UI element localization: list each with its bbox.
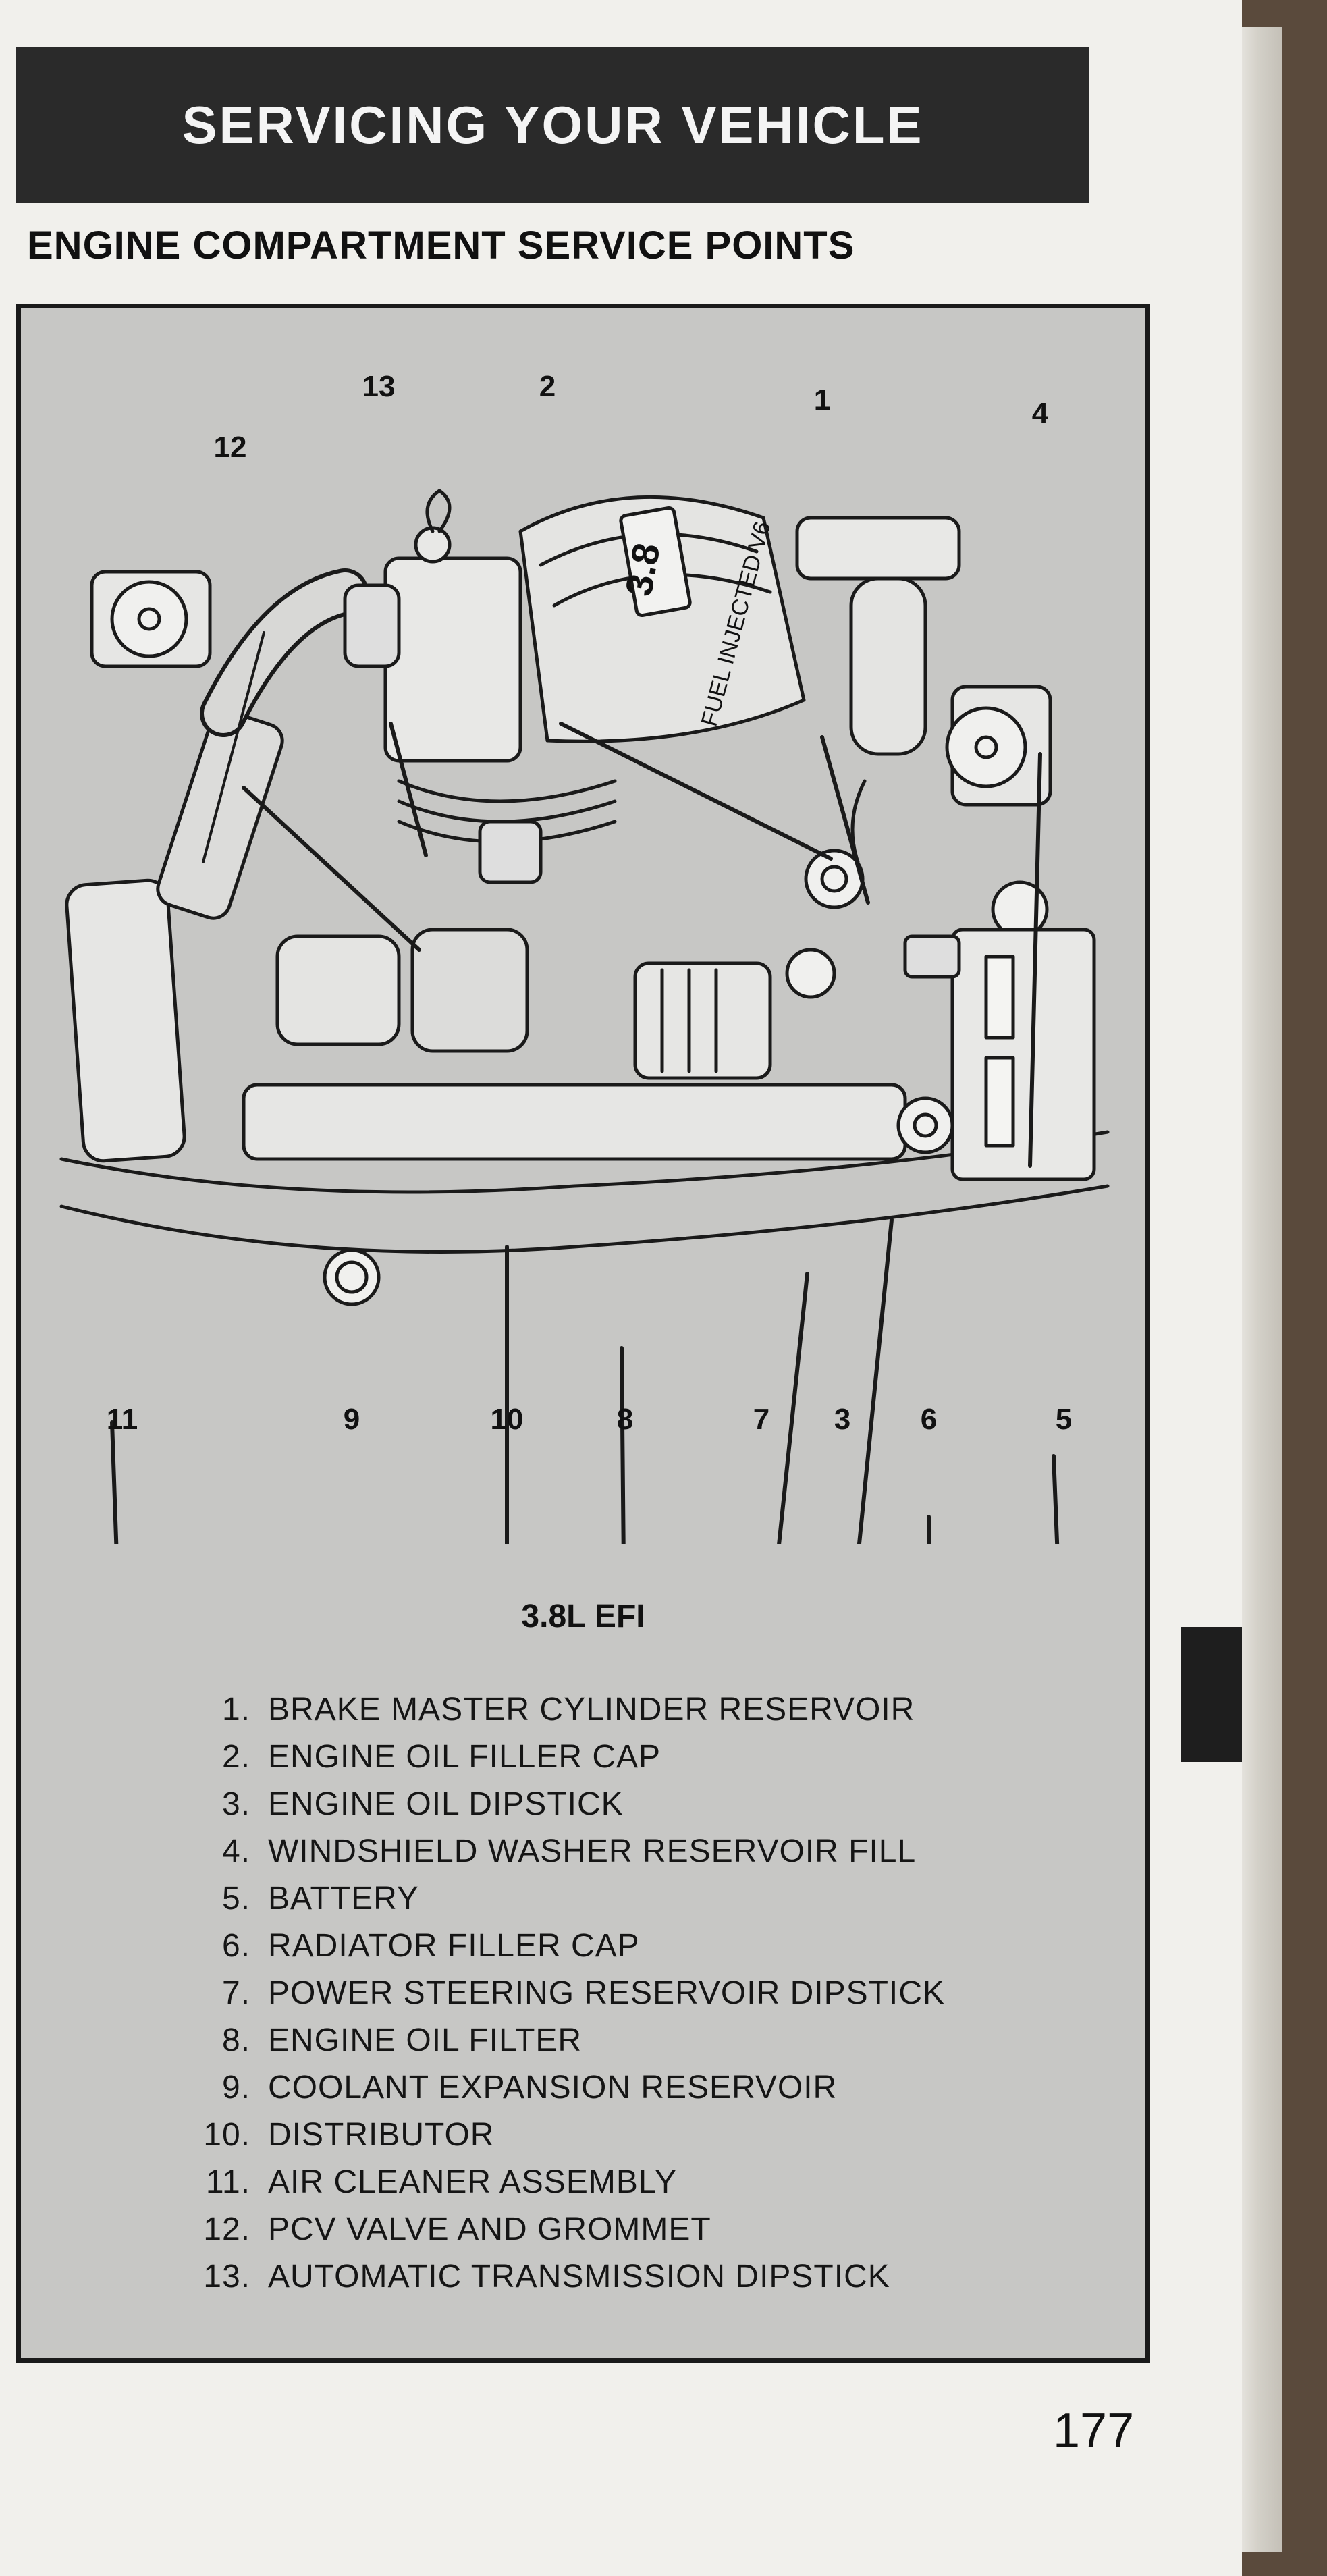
legend-text: AUTOMATIC TRANSMISSION DIPSTICK [268,2258,890,2295]
legend-number: 2. [221,1738,250,1775]
legend-text: ENGINE OIL FILLER CAP [268,1738,661,1775]
legend-number: 5. [221,1880,250,1916]
page-edge [1242,27,1282,2552]
callout-5: 5 [1056,1403,1072,1436]
radiator-filler-cap [896,1096,954,1154]
legend-text: BRAKE MASTER CYLINDER RESERVOIR [268,1691,915,1727]
legend-item: 2. ENGINE OIL FILLER CAP [183,1733,1128,1780]
left-fitting [90,570,212,668]
engine-diagram-box: 3.8 FUEL INJECTED V6 [16,304,1150,2363]
legend-text: ENGINE OIL DIPSTICK [268,1786,624,1822]
legend-number: 12. [203,2211,250,2247]
callout-1: 1 [814,383,830,417]
legend-item: 13. AUTOMATIC TRANSMISSION DIPSTICK [183,2253,1128,2300]
legend-number: 7. [221,1975,250,2011]
throttle-body [343,489,522,763]
legend-number: 11. [205,2164,250,2200]
legend-item: 5. BATTERY [183,1875,1128,1922]
callout-7: 7 [753,1403,769,1436]
callout-13: 13 [362,370,396,403]
legend-text: PCV VALVE AND GROMMET [268,2211,711,2247]
legend-item: 11. AIR CLEANER ASSEMBLY [183,2158,1128,2205]
callout-8: 8 [617,1403,633,1436]
legend-text: WINDSHIELD WASHER RESERVOIR FILL [268,1833,917,1869]
legend-number: 1. [221,1691,250,1727]
legend-text: POWER STEERING RESERVOIR DIPSTICK [268,1975,945,2011]
service-points-legend: 1. BRAKE MASTER CYLINDER RESERVOIR 2. ENGIN… [183,1686,1128,2300]
legend-item: 8. ENGINE OIL FILTER [183,2016,1128,2064]
right-fitting [945,685,1052,807]
engine-oil-filter [633,961,772,1080]
engine-compartment-diagram: 3.8 FUEL INJECTED V6 [59,489,1110,1544]
callout-6: 6 [921,1403,937,1436]
legend-number: 3. [221,1786,250,1822]
callout-10: 10 [491,1403,524,1436]
legend-text: COOLANT EXPANSION RESERVOIR [268,2069,838,2105]
manual-page: SERVICING YOUR VEHICLE ENGINE COMPARTMEN… [0,0,1282,2576]
legend-item: 3. ENGINE OIL DIPSTICK [183,1780,1128,1827]
distributor [397,779,617,884]
callout-12: 12 [214,431,247,464]
page-number: 177 [1053,2404,1135,2458]
legend-item: 9. COOLANT EXPANSION RESERVOIR [183,2064,1128,2111]
legend-text: AIR CLEANER ASSEMBLY [268,2164,677,2200]
air-cleaner-assembly [65,568,369,1163]
legend-text: ENGINE OIL FILTER [268,2022,583,2058]
legend-number: 4. [221,1833,250,1869]
coolant-expansion-reservoir [323,1248,381,1306]
page-title: ENGINE COMPARTMENT SERVICE POINTS [27,223,855,267]
legend-number: 13. [203,2258,250,2295]
front-accessory-bracket [275,928,529,1053]
legend-item: 4. WINDSHIELD WASHER RESERVOIR FILL [183,1827,1128,1875]
brake-master-cylinder [795,516,961,864]
legend-number: 10. [203,2116,250,2153]
leader-lines [110,722,1060,1544]
callout-3: 3 [834,1403,850,1436]
section-banner: SERVICING YOUR VEHICLE [16,47,1089,203]
legend-number: 9. [221,2069,250,2105]
legend-item: 1. BRAKE MASTER CYLINDER RESERVOIR [183,1686,1128,1733]
legend-item: 10. DISTRIBUTOR [183,2111,1128,2158]
callout-9: 9 [344,1403,360,1436]
legend-text: BATTERY [268,1880,419,1916]
callout-4: 4 [1032,397,1049,430]
intake-manifold: 3.8 FUEL INJECTED V6 [518,495,806,743]
lower-frame-rail [59,1184,1110,1254]
legend-item: 12. PCV VALVE AND GROMMET [183,2205,1128,2253]
legend-text: DISTRIBUTOR [268,2116,495,2153]
battery [903,928,1096,1181]
legend-item: 7. POWER STEERING RESERVOIR DIPSTICK [183,1969,1128,2016]
callout-2: 2 [539,370,556,403]
legend-item: 6. RADIATOR FILLER CAP [183,1922,1128,1969]
power-steering-reservoir [785,948,836,999]
legend-number: 6. [221,1927,250,1964]
front-frame-rail [59,1130,1110,1194]
callout-11: 11 [107,1403,138,1436]
diagram-caption: 3.8L EFI [521,1599,645,1634]
engine-badge: 3.8 [617,540,668,599]
legend-number: 8. [221,2022,250,2058]
legend-text: RADIATOR FILLER CAP [268,1927,640,1964]
